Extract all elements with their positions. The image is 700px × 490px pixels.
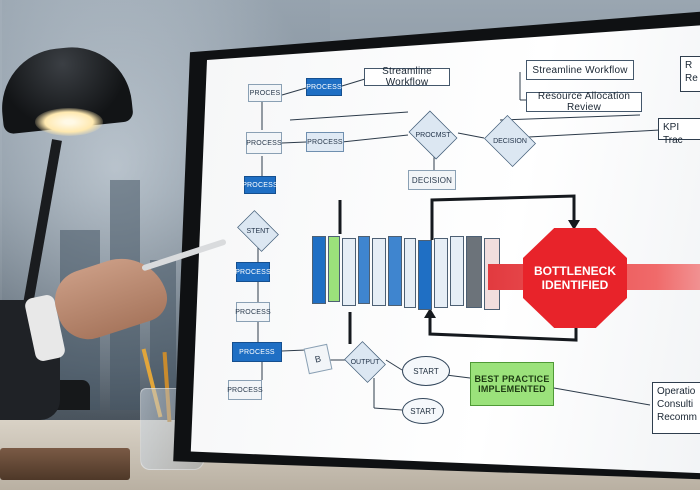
- best-practice-box: BEST PRACTICE IMPLEMENTED: [470, 362, 554, 406]
- pipeline-column: [466, 236, 482, 308]
- lamp-bulb: [35, 108, 103, 136]
- bottleneck-octagon: BOTTLENECK IDENTIFIED: [523, 228, 627, 328]
- process-box: PROCESS: [306, 132, 344, 152]
- process-box: PROCESS: [227, 380, 263, 400]
- streamline-workflow-panel: Streamline Workflow: [526, 60, 634, 80]
- output-diamond: OUTPUT: [342, 344, 388, 380]
- top-right-panel-line: R: [685, 60, 693, 71]
- process-box-blue: PROCESS: [232, 342, 282, 362]
- start-diamond: STENT: [234, 214, 282, 248]
- b-node: B: [303, 343, 333, 375]
- process-box-blue: PROCESS: [242, 176, 278, 194]
- output-diamond-label: OUTPUT: [350, 358, 380, 366]
- start-diamond-label: STENT: [246, 227, 270, 235]
- process-diamond-label: PROCMST: [415, 131, 451, 139]
- best-practice-label: BEST PRACTICE: [474, 374, 550, 384]
- start-circle: START: [402, 398, 444, 424]
- notebook: [0, 448, 130, 480]
- pipeline-column: [418, 240, 432, 310]
- pipeline-column: [388, 236, 402, 306]
- decision-diamond: DECISION: [482, 118, 538, 164]
- pipeline-column: [434, 238, 448, 308]
- pipeline-column: [358, 236, 370, 304]
- operations-panel-line: Operatio: [657, 386, 696, 397]
- best-practice-label: IMPLEMENTED: [478, 384, 546, 394]
- process-box: PROCESS: [235, 302, 271, 322]
- pipeline-column: [342, 238, 356, 306]
- process-box-blue: PROCESS: [235, 262, 271, 282]
- resource-allocation-review: Resource Allocation Review: [526, 91, 642, 113]
- decision-diamond-label: DECISION: [493, 137, 527, 145]
- process-diamond: PROCMST: [406, 114, 460, 156]
- start-circle: START: [402, 356, 450, 386]
- pipeline-column: [404, 238, 416, 308]
- decision-box: DECISION: [408, 170, 456, 190]
- bottleneck-label: BOTTLENECK: [534, 264, 616, 278]
- top-right-panel: R Re: [680, 56, 700, 92]
- kpi-tracking-panel: KPI Trac: [658, 118, 700, 146]
- streamline-workflow-label: Streamline Workflow: [364, 66, 450, 88]
- operations-panel-line: Recomm: [657, 412, 698, 423]
- pipeline-column: [312, 236, 326, 304]
- bottleneck-label: IDENTIFIED: [541, 278, 609, 292]
- process-box: PROCESS: [246, 132, 282, 154]
- process-box: PROCES: [248, 84, 282, 102]
- process-box-blue: PROCESS: [306, 78, 342, 96]
- top-right-panel-line: Re: [685, 73, 698, 84]
- pipeline-column: [328, 236, 340, 302]
- operations-panel-line: Consulti: [657, 399, 694, 410]
- pipeline-column: [450, 236, 464, 306]
- operations-consulting-panel: Operatio Consulti Recomm: [652, 382, 700, 434]
- pipeline-column: [372, 238, 386, 306]
